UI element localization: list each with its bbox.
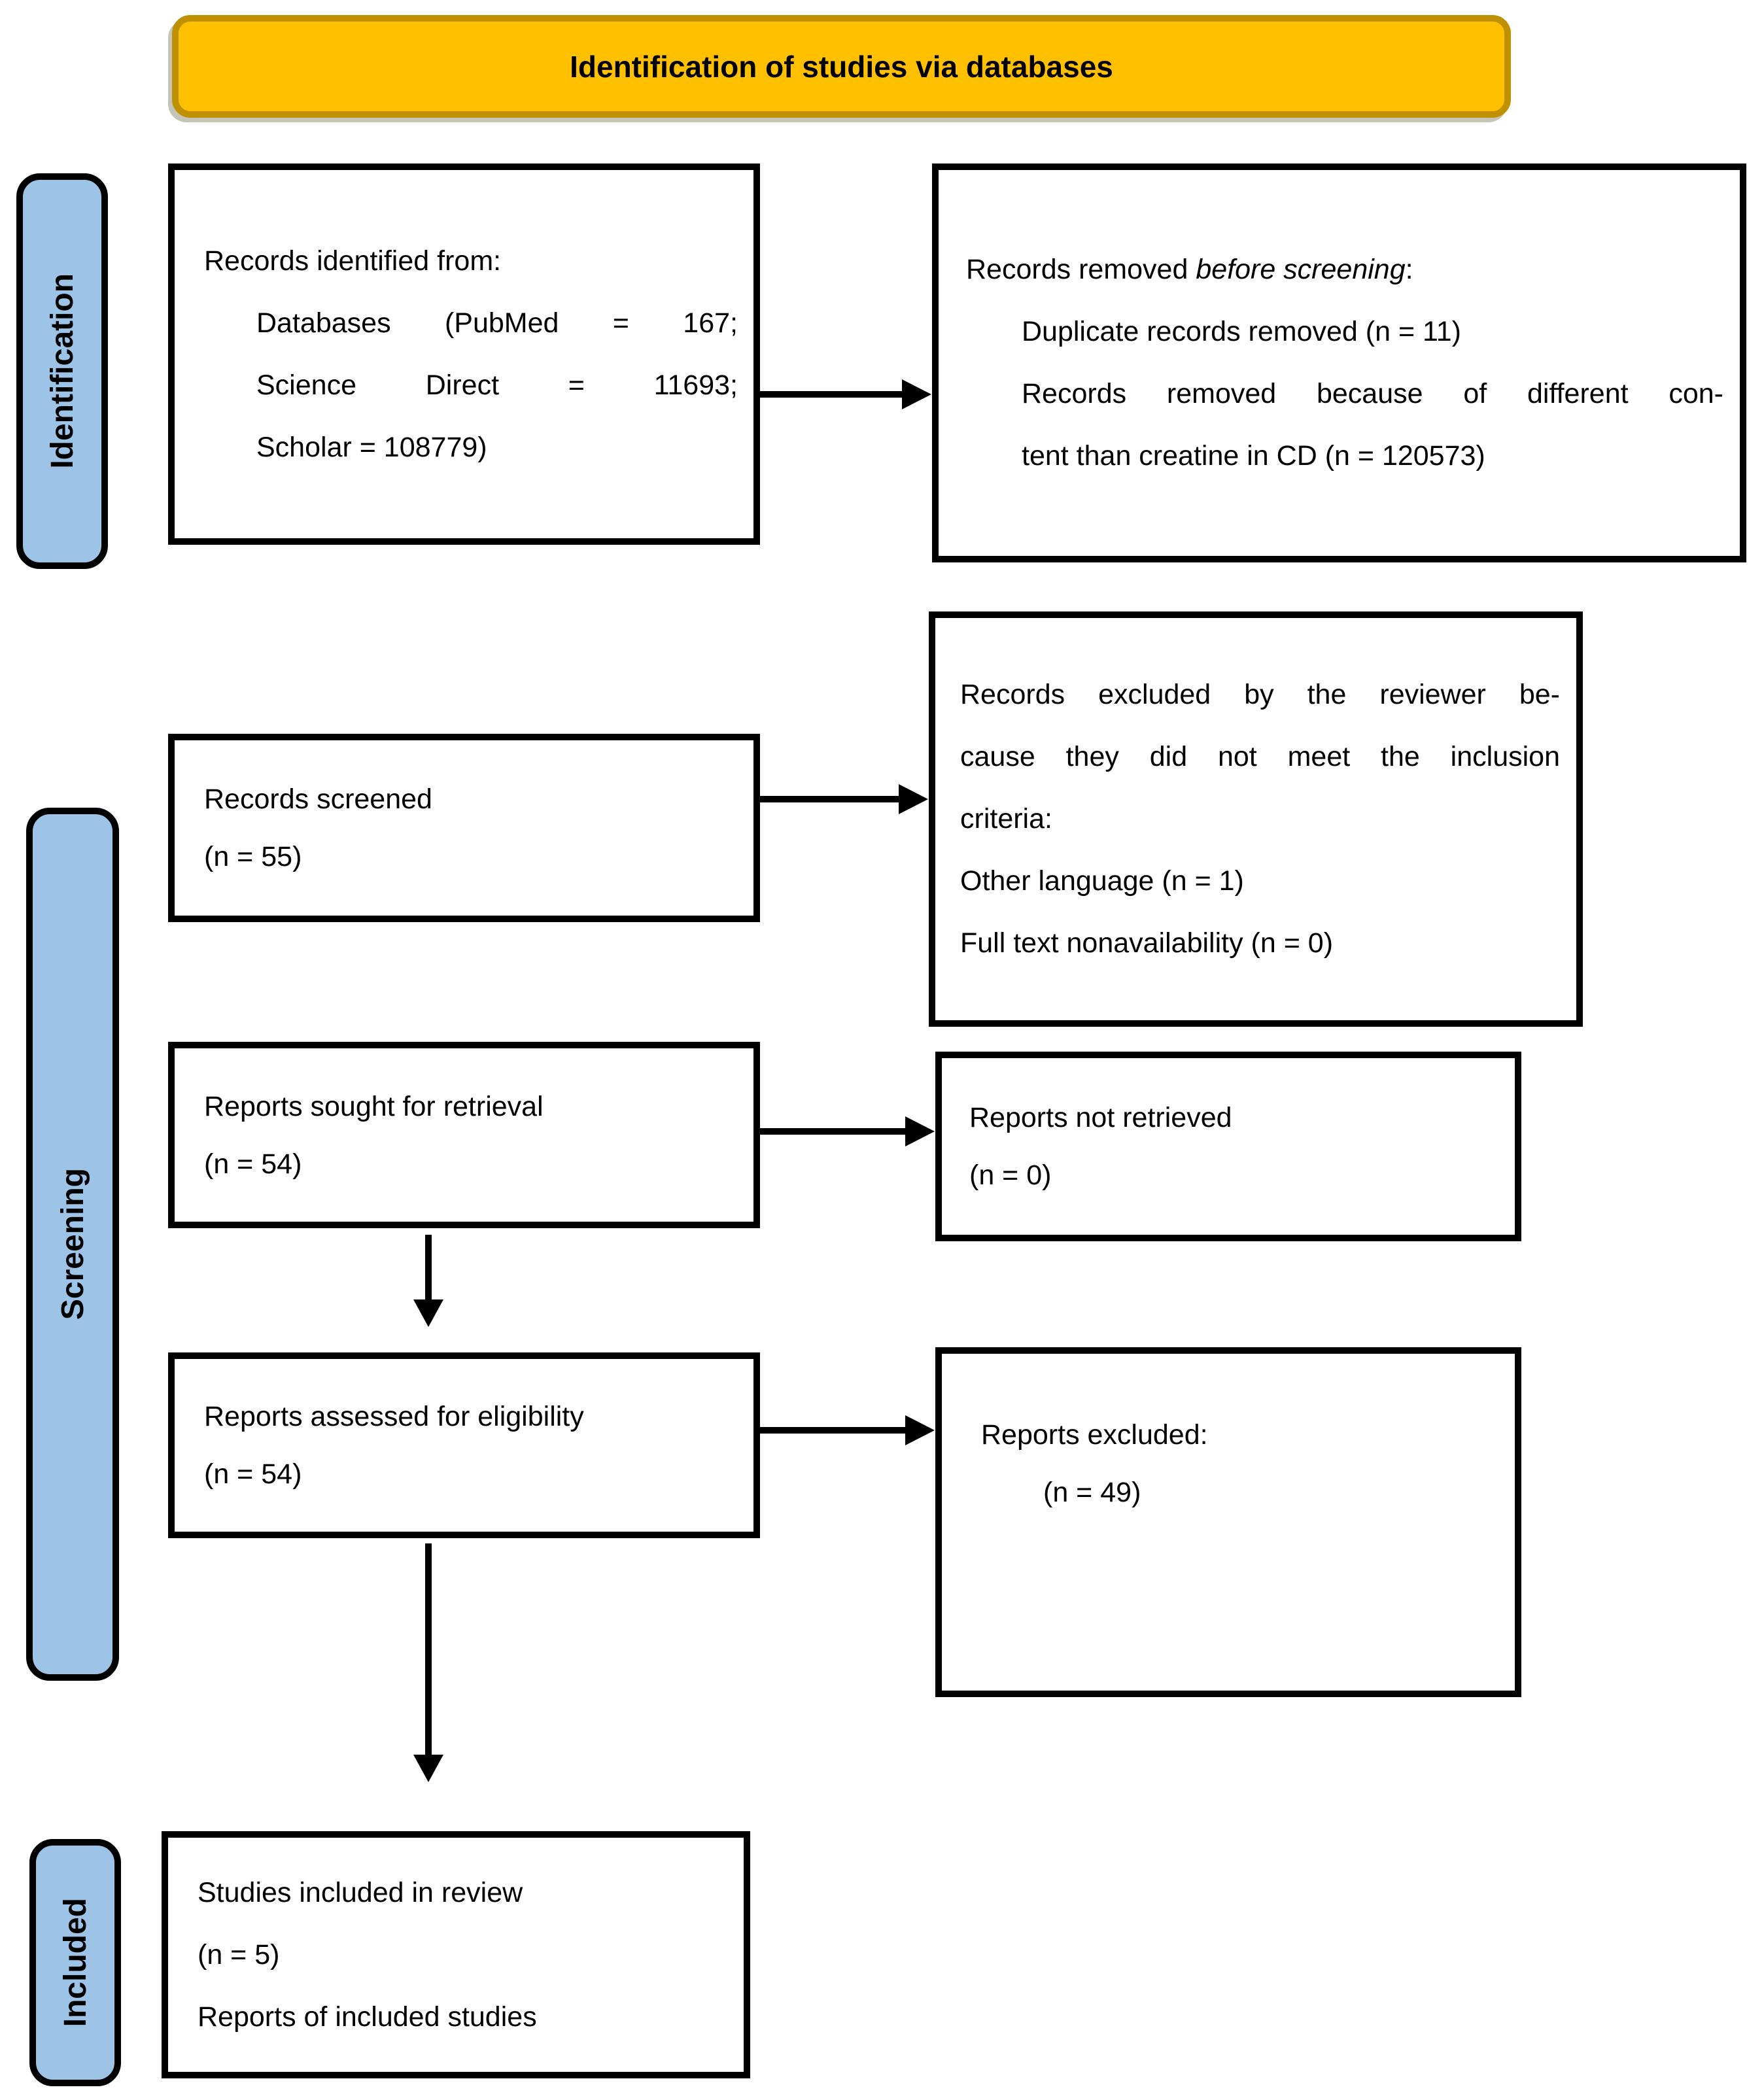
- arrow-sought-to-assessed: [425, 1235, 432, 1300]
- banner-identification-via-databases: Identification of studies via databases: [172, 15, 1511, 118]
- stage-label-identification: Identification: [16, 173, 108, 569]
- stage-label-screening: Screening: [26, 808, 119, 1681]
- arrow-assessed-to-reports-excluded: [760, 1427, 906, 1434]
- records-identified-line4: Scholar = 108779): [256, 431, 487, 463]
- box-records-excluded: Records excluded by the reviewer be- cau…: [929, 611, 1583, 1027]
- records-excluded-line5: Full text nonavailability (n = 0): [960, 927, 1334, 959]
- reports-sought-line1: Reports sought for retrieval: [204, 1090, 544, 1122]
- arrow-screened-to-excluded: [760, 796, 899, 802]
- records-removed-line1-suffix: :: [1405, 254, 1413, 285]
- studies-included-line3: Reports of included studies: [198, 2001, 537, 2033]
- reports-not-retrieved-line1: Reports not retrieved: [969, 1102, 1232, 1133]
- arrow-identified-to-removed: [760, 391, 903, 398]
- reports-assessed-line2: (n = 54): [204, 1458, 302, 1490]
- records-removed-line4: tent than creatine in CD (n = 120573): [1022, 440, 1485, 472]
- records-excluded-line1: Records excluded by the reviewer be-: [960, 679, 1560, 710]
- reports-assessed-line1: Reports assessed for eligibility: [204, 1401, 584, 1432]
- reports-excluded-line1: Reports excluded:: [981, 1419, 1208, 1451]
- records-identified-line1: Records identified from:: [204, 245, 502, 277]
- box-records-identified: Records identified from: Databases (PubM…: [168, 163, 760, 545]
- banner-title: Identification of studies via databases: [570, 49, 1113, 84]
- box-reports-sought: Reports sought for retrieval (n = 54): [168, 1042, 760, 1228]
- box-reports-assessed: Reports assessed for eligibility (n = 54…: [168, 1352, 760, 1538]
- records-excluded-line4: Other language (n = 1): [960, 865, 1244, 897]
- records-removed-line1: Records removed before screening:: [966, 239, 1723, 301]
- stage-label-included: Included: [29, 1839, 121, 2086]
- records-screened-line2: (n = 55): [204, 841, 302, 872]
- box-records-screened: Records screened (n = 55): [168, 734, 760, 922]
- reports-not-retrieved-line2: (n = 0): [969, 1160, 1052, 1191]
- records-removed-line3: Records removed because of different con…: [1022, 378, 1723, 409]
- records-removed-line2: Duplicate records removed (n = 11): [1022, 316, 1461, 347]
- arrow-sought-to-not-retrieved: [760, 1128, 906, 1135]
- box-reports-excluded: Reports excluded: (n = 49): [935, 1347, 1521, 1697]
- studies-included-line2: (n = 5): [198, 1938, 280, 1970]
- arrow-assessed-to-studies-included: [425, 1543, 432, 1755]
- stage-label-screening-text: Screening: [55, 1168, 90, 1320]
- reports-excluded-line2: (n = 49): [1043, 1476, 1141, 1508]
- box-reports-not-retrieved: Reports not retrieved (n = 0): [935, 1052, 1521, 1241]
- stage-label-included-text: Included: [58, 1898, 93, 2027]
- records-removed-line1-prefix: Records removed: [966, 254, 1196, 285]
- records-excluded-line3: criteria:: [960, 803, 1052, 834]
- studies-included-line1: Studies included in review: [198, 1876, 523, 1908]
- box-records-removed-before-screening: Records removed before screening: Duplic…: [932, 163, 1746, 562]
- box-studies-included: Studies included in review (n = 5) Repor…: [162, 1831, 750, 2078]
- reports-sought-line2: (n = 54): [204, 1148, 302, 1180]
- records-screened-line1: Records screened: [204, 783, 432, 815]
- records-identified-line3: Science Direct = 11693;: [256, 369, 738, 401]
- stage-label-identification-text: Identification: [44, 273, 80, 469]
- records-excluded-line2: cause they did not meet the inclusion: [960, 741, 1560, 772]
- records-identified-line2: Databases (PubMed = 167;: [256, 307, 738, 339]
- records-removed-line1-italic: before screening: [1196, 254, 1406, 285]
